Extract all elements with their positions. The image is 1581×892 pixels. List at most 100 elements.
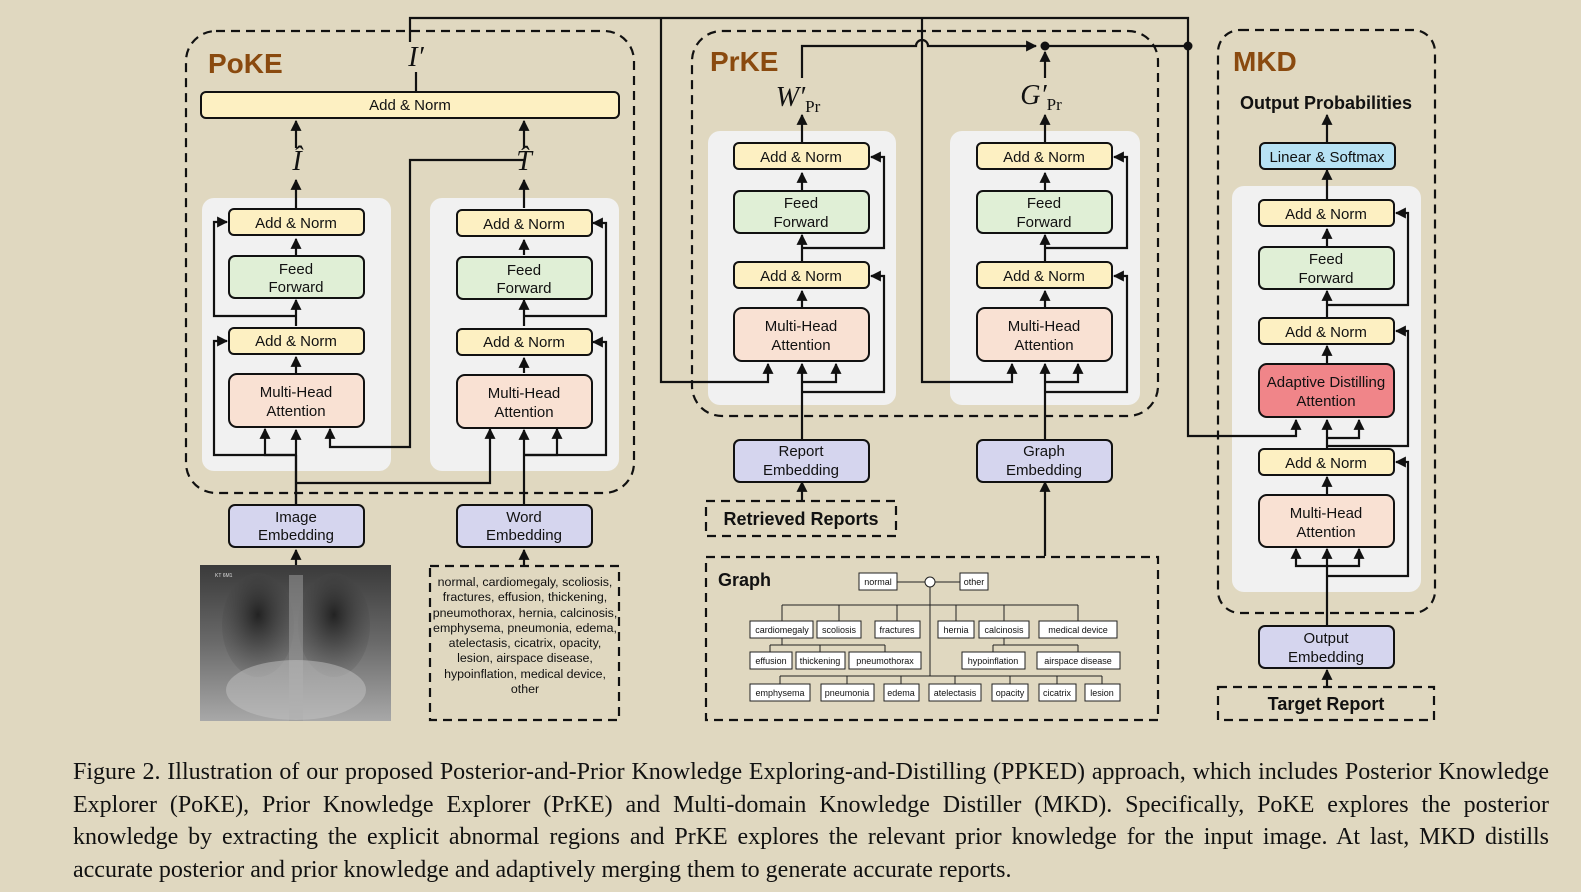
poke-title: PoKE (208, 48, 283, 79)
word-list-frame (428, 564, 621, 722)
prke-report-add-norm-top: Add & Norm (733, 142, 870, 170)
poke-image-attention: Multi-Head Attention (228, 373, 365, 428)
svg-text:other: other (964, 577, 985, 587)
output-embedding: Output Embedding (1258, 625, 1395, 669)
svg-text:Attention: Attention (494, 404, 553, 421)
svg-text:pneumonia: pneumonia (825, 688, 870, 698)
svg-text:hernia: hernia (943, 625, 968, 635)
svg-text:Forward: Forward (1016, 214, 1071, 231)
svg-text:Embedding: Embedding (258, 527, 334, 544)
svg-text:Feed: Feed (1309, 251, 1343, 268)
svg-text:Add & Norm: Add & Norm (1003, 268, 1085, 285)
graph-node-normal: normal (858, 572, 898, 591)
svg-text:Forward: Forward (496, 280, 551, 297)
graph-node-thickening: thickening (795, 651, 846, 670)
svg-text:Embedding: Embedding (763, 462, 839, 479)
svg-text:Add & Norm: Add & Norm (760, 149, 842, 166)
svg-text:airspace disease: airspace disease (1044, 656, 1112, 666)
svg-text:cardiomegaly: cardiomegaly (755, 625, 809, 635)
graph-node-medical-device: medical device (1038, 620, 1118, 639)
prke-report-add-norm: Add & Norm (733, 261, 870, 289)
svg-text:Report: Report (778, 443, 824, 460)
poke-image-add-norm: Add & Norm (228, 327, 365, 355)
svg-text:Forward: Forward (1298, 270, 1353, 287)
svg-text:Add & Norm: Add & Norm (483, 334, 565, 351)
image-embedding: Image Embedding (228, 504, 365, 548)
graph-node-cicatrix: cicatrix (1038, 683, 1077, 702)
svg-text:Attention: Attention (1014, 337, 1073, 354)
svg-text:medical device: medical device (1048, 625, 1108, 635)
linear-softmax: Linear & Softmax (1259, 142, 1396, 170)
svg-text:Attention: Attention (771, 337, 830, 354)
svg-text:Embedding: Embedding (1006, 462, 1082, 479)
svg-text:Multi-Head: Multi-Head (1008, 318, 1081, 335)
svg-text:Embedding: Embedding (1288, 649, 1364, 666)
mkd-add-norm-bottom: Add & Norm (1258, 448, 1395, 476)
prke-graph-attention: Multi-Head Attention (976, 307, 1113, 362)
svg-text:Output: Output (1303, 630, 1349, 647)
svg-text:Attention: Attention (1296, 393, 1355, 410)
graph-node-fractures: fractures (874, 620, 921, 639)
poke-image-add-norm-top: Add & Norm (228, 208, 365, 236)
svg-text:Target Report: Target Report (1268, 694, 1385, 714)
svg-text:scoliosis: scoliosis (822, 625, 857, 635)
svg-text:Add & Norm: Add & Norm (1285, 455, 1367, 472)
svg-text:edema: edema (887, 688, 915, 698)
poke-word-add-norm-top: Add & Norm (456, 209, 593, 237)
prke-graph-add-norm: Add & Norm (976, 261, 1113, 289)
svg-text:Graph: Graph (1023, 443, 1065, 460)
svg-text:pneumothorax: pneumothorax (856, 656, 914, 666)
graph-node-hernia: hernia (937, 620, 975, 639)
poke-word-attention: Multi-Head Attention (456, 374, 593, 429)
svg-text:Attention: Attention (266, 403, 325, 420)
svg-text:Linear & Softmax: Linear & Softmax (1269, 149, 1385, 166)
retrieved-reports: Retrieved Reports (704, 499, 898, 538)
g-prime-symbol: G′Pr (1020, 80, 1062, 114)
poke-frame (184, 29, 636, 495)
connections (212, 16, 1410, 686)
mkd-attention: Multi-Head Attention (1258, 494, 1395, 548)
svg-text:Feed: Feed (507, 262, 541, 279)
adaptive-distilling-attention: Adaptive Distilling Attention (1258, 363, 1395, 418)
svg-text:Multi-Head: Multi-Head (260, 384, 333, 401)
svg-text:hypoinflation: hypoinflation (968, 656, 1019, 666)
w-prime-symbol: W′Pr (776, 82, 821, 116)
t-hat-symbol: T̂ (516, 146, 534, 177)
poke-add-norm-combined: Add & Norm (200, 91, 620, 119)
svg-text:Add & Norm: Add & Norm (255, 215, 337, 232)
svg-text:Add & Norm: Add & Norm (255, 333, 337, 350)
mkd-feed-forward: Feed Forward (1258, 246, 1395, 290)
output-probabilities-label: Output Probabilities (1240, 93, 1412, 113)
svg-text:Multi-Head: Multi-Head (488, 385, 561, 402)
svg-text:Multi-Head: Multi-Head (765, 318, 838, 335)
svg-text:effusion: effusion (755, 656, 786, 666)
svg-text:thickening: thickening (800, 656, 841, 666)
svg-text:Add & Norm: Add & Norm (369, 97, 451, 114)
poke-image-feed-forward: Feed Forward (228, 255, 365, 299)
svg-text:opacity: opacity (996, 688, 1025, 698)
svg-text:Attention: Attention (1296, 524, 1355, 541)
graph-node-cardiomegaly: cardiomegaly (749, 620, 814, 639)
svg-text:Feed: Feed (784, 195, 818, 212)
poke-word-feed-forward: Feed Forward (456, 256, 593, 300)
prke-title: PrKE (710, 46, 778, 77)
svg-text:Add & Norm: Add & Norm (1285, 206, 1367, 223)
graph-embedding: Graph Embedding (976, 439, 1113, 483)
graph-node-emphysema: emphysema (749, 683, 811, 702)
graph-node-pneumonia: pneumonia (820, 683, 875, 702)
knowledge-graph: Graph normal other cardiomegaly s (704, 555, 1160, 722)
svg-text:fractures: fractures (879, 625, 915, 635)
graph-node-other: other (959, 572, 989, 591)
ppked-diagram: PoKE PrKE MKD (184, 16, 1437, 722)
svg-text:cicatrix: cicatrix (1043, 688, 1072, 698)
i-hat-symbol: Î (291, 146, 304, 177)
svg-text:Retrieved Reports: Retrieved Reports (723, 509, 878, 529)
xray-marker: KT 6M1 (215, 573, 233, 579)
svg-text:Image: Image (275, 509, 317, 526)
svg-text:Forward: Forward (268, 279, 323, 296)
graph-node-calcinosis: calcinosis (978, 620, 1030, 639)
svg-text:lesion: lesion (1090, 688, 1114, 698)
target-report: Target Report (1216, 685, 1436, 722)
prke-graph-feed-forward: Feed Forward (976, 190, 1113, 234)
graph-node-lesion: lesion (1084, 683, 1121, 702)
